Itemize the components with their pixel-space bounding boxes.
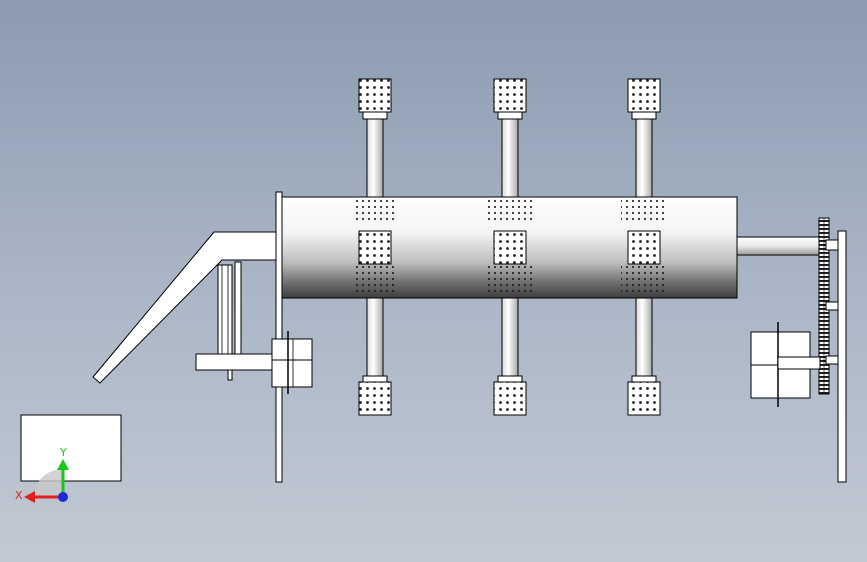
feed-support-frame [195, 261, 287, 381]
left-support-plate [275, 191, 283, 483]
upper-perforated-blocks [358, 78, 661, 113]
coordinate-triad: Y X [15, 446, 69, 503]
output-shaft [736, 236, 826, 256]
upper-arm-shafts [362, 111, 657, 198]
rotary-drum [281, 196, 738, 299]
z-axis-dot [58, 492, 68, 502]
drive-gear [818, 217, 839, 395]
lower-arm-shafts [362, 297, 657, 384]
reference-block [20, 414, 122, 482]
left-bearing-housing [271, 331, 313, 394]
right-support-plate [837, 230, 847, 483]
lower-perforated-blocks [358, 381, 661, 416]
right-motor-unit [750, 322, 821, 407]
x-axis-label: X [15, 489, 23, 502]
y-axis-label: Y [59, 446, 67, 459]
